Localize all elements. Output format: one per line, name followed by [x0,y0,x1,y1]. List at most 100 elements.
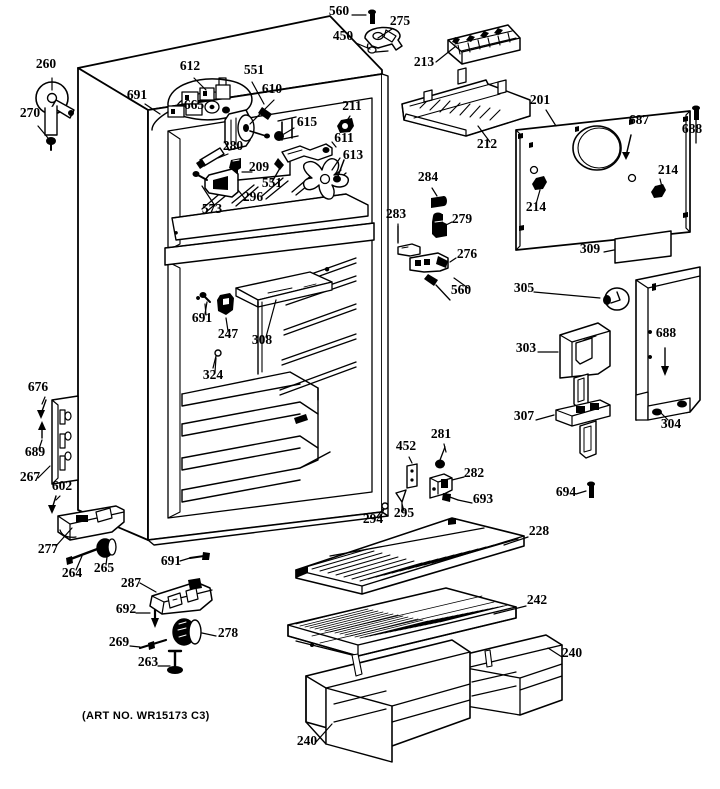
callout-602: 602 [52,478,73,493]
part-213-ice-tray [447,24,521,65]
part-283-hinge-bracket [397,225,421,257]
callout-551: 551 [244,62,265,77]
callout-213: 213 [414,54,435,69]
callout-693: 693 [473,491,494,506]
callout-295: 295 [394,505,415,520]
callout-611: 611 [334,130,354,145]
callout-694: 694 [556,484,577,499]
callout-214: 214 [526,199,547,214]
part-276-center-hinge [409,252,449,273]
callout-283: 283 [386,206,407,221]
callout-247: 247 [218,326,239,341]
part-613-screw [333,159,345,183]
callout-665: 665 [184,97,205,112]
callout-305: 305 [514,280,535,295]
callout-280: 280 [223,138,244,153]
part-260-top-hinge [35,81,75,136]
callout-573: 573 [202,201,223,216]
callout-294: 294 [363,511,384,526]
callout-450: 450 [333,28,354,43]
callout-282: 282 [464,465,485,480]
callout-240b: 240 [297,733,318,748]
callout-211: 211 [342,98,362,113]
part-296-heater-terminal [204,161,291,198]
part-560-screw-top [368,9,376,24]
part-551-screw-lower [271,158,284,183]
callout-309: 309 [580,241,601,256]
callout-281: 281 [431,426,452,441]
part-277-bottom-hinge [57,505,125,541]
callout-692: 692 [116,601,137,616]
part-275-ice-tray-bracket [364,26,403,54]
callout-324: 324 [203,367,224,382]
callout-212: 212 [477,136,498,151]
part-279-center-hinge-pin [432,212,447,238]
callout-242: 242 [527,592,548,607]
part-294-pin [379,502,389,519]
part-602-screw [48,495,57,514]
part-282-lower-hinge [429,473,453,499]
callout-303: 303 [516,340,537,355]
callout-307: 307 [514,408,535,423]
part-693-screw [442,493,459,502]
part-265-roller [96,538,117,558]
part-280-clip [196,147,225,169]
leader-lines [37,14,669,743]
part-228-wire-shelf [295,517,525,595]
part-687-screw [622,134,632,160]
part-615-grommet [274,116,299,141]
callout-278: 278 [218,625,239,640]
part-676-screw [37,399,47,419]
part-611-fan-bracket [281,143,333,163]
cabinet-body [77,15,389,546]
callout-labels: 2602706916126655516106156116132112802095… [20,3,703,748]
callout-296: 296 [243,189,264,204]
callout-691c: 691 [161,553,182,568]
part-287-mount-plate [149,578,213,615]
part-212-ice-tray-shelf [401,67,531,137]
part-688-screw-right [692,105,700,144]
part-551-screw-upper [258,107,272,120]
callout-240: 240 [562,645,583,660]
part-267-hinge-plate [51,395,79,485]
callout-688: 688 [682,121,703,136]
callout-689: 689 [25,444,46,459]
callout-214b: 214 [658,162,679,177]
part-240-crisper-pan-right [449,634,563,716]
part-278-roller-wheel [172,618,202,646]
callout-691b: 691 [192,310,213,325]
part-309-rating-label [614,230,672,264]
part-247-shelf-clip [217,293,234,315]
callout-276: 276 [457,246,478,261]
part-613-fan-blade [302,158,349,200]
callout-228: 228 [529,523,550,538]
callout-263: 263 [138,654,159,669]
part-692-screw [151,608,159,628]
callout-279: 279 [452,211,473,226]
callout-287: 287 [121,575,142,590]
part-610-fan-motor [224,109,270,151]
callout-304: 304 [661,416,682,431]
callout-687: 687 [629,112,650,127]
part-242-crisper-shelf [287,587,517,657]
callout-264: 264 [62,565,83,580]
callout-270: 270 [20,105,41,120]
callout-201: 201 [530,92,551,107]
part-281-screw [435,446,446,469]
callout-676: 676 [28,379,49,394]
callout-265: 265 [94,560,115,575]
callout-275: 275 [390,13,411,28]
callout-613: 613 [343,147,364,162]
part-201-back-panel [515,110,691,251]
callout-209: 209 [249,159,270,174]
part-264-leveling-leg [66,546,102,565]
part-694-screw [587,481,595,498]
part-689-screw [38,421,46,439]
part-263-leveling-screw [167,649,183,674]
callout-615: 615 [297,114,318,129]
callout-452: 452 [396,438,417,453]
part-284-hinge-pin [431,196,447,208]
part-303-drip-trough [559,322,611,409]
